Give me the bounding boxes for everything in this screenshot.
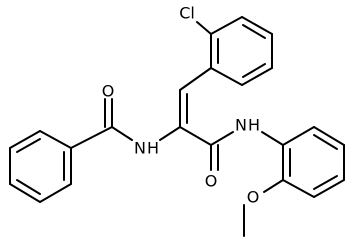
aromatic-inner-bond [242, 24, 266, 39]
aryl-methoxy-o-bond [263, 179, 284, 193]
amide-oxygen-left-label: O [102, 82, 115, 101]
calpha-nh-bond [159, 126, 181, 141]
c-cl-bond [196, 21, 212, 35]
amide-hydrogen-left-label: H [147, 139, 159, 158]
aromatic-inner-bond [313, 134, 338, 150]
methoxyphenyl-ring [282, 126, 345, 198]
bond [39, 130, 72, 149]
benzoyl-phenyl-ring [9, 130, 72, 203]
bond [282, 179, 315, 198]
chlorophenyl-ring [210, 16, 273, 86]
bond [282, 126, 315, 146]
amide-nitrogen-left-label: N [134, 139, 146, 158]
bond [210, 16, 243, 35]
aromatic-inner-bond [242, 63, 266, 78]
ring-to-vinyl-bond [179, 67, 212, 91]
chlorine-atom-label: Cl [179, 4, 195, 23]
methoxy-oxygen-label: O [247, 188, 260, 207]
carbonyl-to-phenyl-bond [70, 126, 113, 149]
bond [9, 183, 41, 203]
calpha-carbonyl-bond [179, 126, 212, 146]
bond [210, 67, 243, 86]
bond [39, 183, 72, 203]
carbonyl-nh-bond-right [210, 131, 234, 146]
amide-hydrogen-right-label: H [248, 116, 260, 135]
aromatic-inner-bond [16, 179, 41, 195]
aromatic-inner-bond [313, 175, 338, 190]
bond [313, 126, 345, 146]
bond [241, 67, 273, 86]
nh-carbonyl-bond [111, 126, 133, 141]
bond [241, 16, 273, 35]
nh-aryl-bond [261, 131, 284, 146]
bond [313, 179, 345, 198]
amide-nitrogen-right-label: N [235, 116, 247, 135]
aromatic-inner-bond [16, 138, 41, 153]
amide-oxygen-right-label: O [205, 172, 218, 191]
bond [9, 130, 41, 149]
